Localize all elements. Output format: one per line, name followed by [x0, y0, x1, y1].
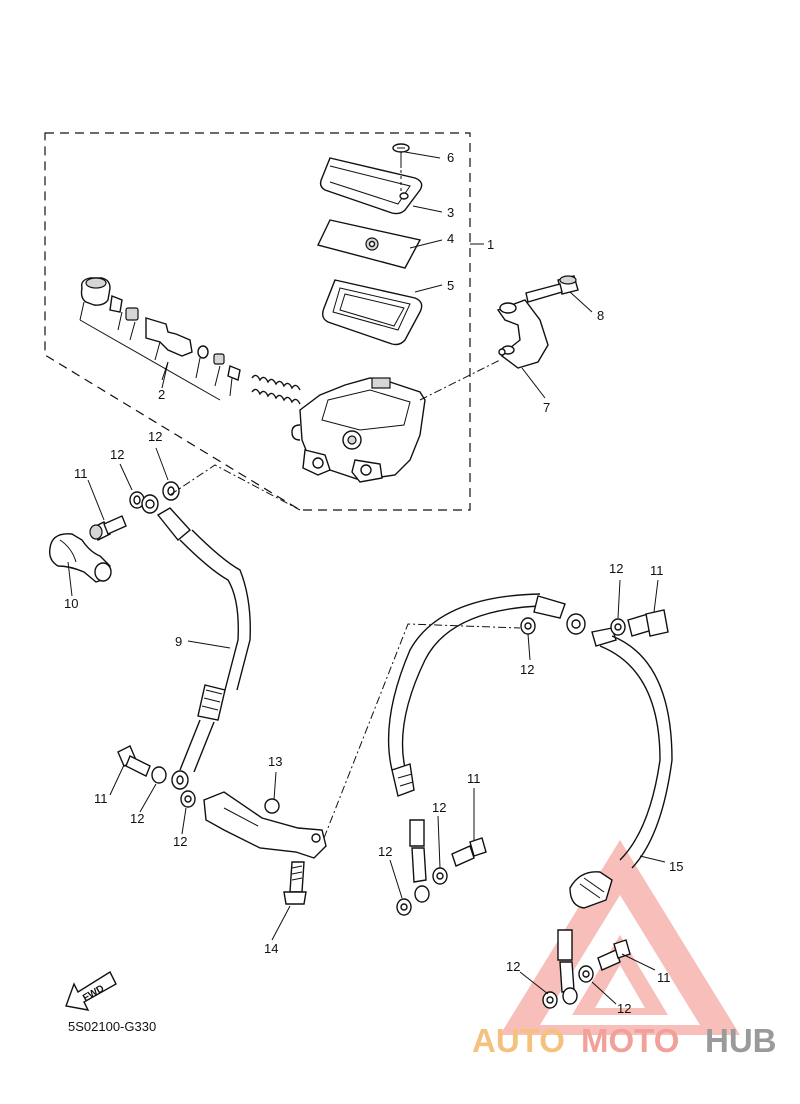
diagram-code: 5S02100-G330 — [68, 1019, 156, 1034]
routing-lines — [169, 359, 521, 839]
callout-11-c: 11 — [650, 563, 664, 578]
callout-14: 14 — [264, 941, 278, 956]
assembly-outline — [44, 132, 471, 511]
callout-12-c: 12 — [130, 811, 144, 826]
callout-12-a: 12 — [148, 429, 162, 444]
watermark-text: AUTO MOTO HUB — [472, 1022, 777, 1059]
brake-hose-lower — [387, 593, 673, 909]
banjo-bolt-mid — [117, 745, 196, 808]
rubber-cover — [48, 533, 112, 583]
callout-12-f: 12 — [520, 662, 534, 677]
handlebar-clamp — [496, 299, 549, 369]
callout-12-h: 12 — [378, 844, 392, 859]
clamp-bolt-icon — [525, 275, 579, 303]
diaphragm — [321, 279, 423, 346]
screw-icon — [392, 143, 410, 195]
callout-9: 9 — [175, 634, 182, 649]
callout-4: 4 — [447, 231, 454, 246]
callout-10: 10 — [64, 596, 78, 611]
callout-2: 2 — [158, 387, 165, 402]
callout-11-a: 11 — [74, 466, 88, 481]
watermark-moto: MOTO — [581, 1022, 679, 1059]
callout-5: 5 — [447, 278, 454, 293]
callout-12-b: 12 — [110, 447, 124, 462]
watermark-hub: HUB — [705, 1022, 777, 1059]
callout-15: 15 — [669, 859, 683, 874]
callout-8: 8 — [597, 308, 604, 323]
brake-hose-upper — [156, 507, 251, 790]
joint-bolt-icon — [283, 861, 307, 905]
callout-6: 6 — [447, 150, 454, 165]
fwd-label: FWD — [81, 983, 106, 1004]
brake-hose-joint — [203, 791, 327, 859]
fwd-arrow-icon: FWD — [65, 970, 117, 1011]
callout-11-b: 11 — [94, 791, 108, 806]
piston-kit — [79, 277, 301, 405]
watermark-auto: AUTO — [472, 1022, 565, 1059]
callout-12-j: 12 — [617, 1001, 631, 1016]
master-cylinder-body — [291, 377, 426, 483]
callout-1: 1 — [487, 237, 494, 252]
callout-13: 13 — [268, 754, 282, 769]
leader-lines — [67, 151, 666, 1005]
diaphragm-plate — [317, 219, 422, 269]
callout-11-d: 11 — [467, 771, 481, 786]
callout-labels: 1 2 3 4 5 6 7 8 9 10 11 11 11 11 11 12 1… — [64, 150, 683, 1016]
callout-7: 7 — [543, 400, 550, 415]
callout-12-d: 12 — [173, 834, 187, 849]
callout-11-e: 11 — [657, 970, 671, 985]
reservoir-cap — [319, 157, 423, 215]
callout-12-g: 12 — [432, 800, 446, 815]
callout-12-e: 12 — [609, 561, 623, 576]
callout-3: 3 — [447, 205, 454, 220]
banjo-bolt-left — [89, 515, 127, 541]
fittings-lower — [396, 609, 669, 1009]
callout-12-i: 12 — [506, 959, 520, 974]
washers-upper — [129, 481, 180, 514]
